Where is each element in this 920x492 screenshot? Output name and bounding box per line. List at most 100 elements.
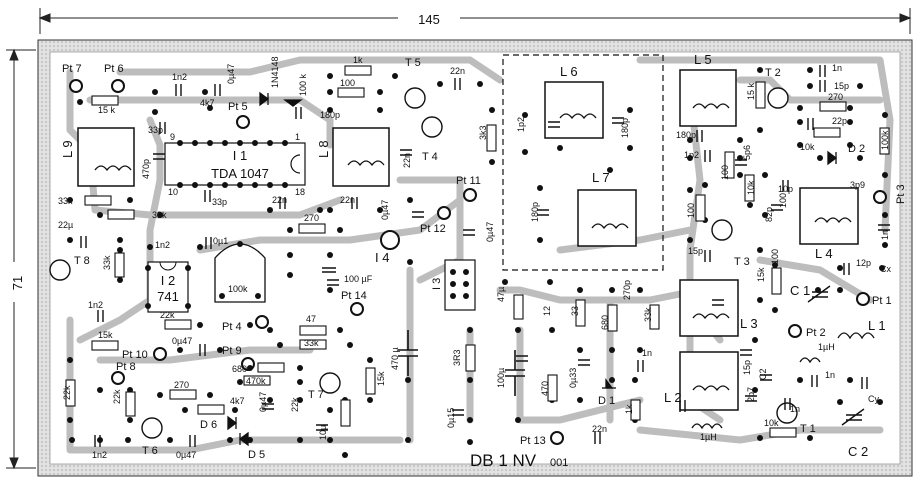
val-ul-5: 33k (58, 196, 73, 206)
t8-label: T 8 (74, 255, 90, 267)
l7-label: L 7 (592, 170, 610, 185)
val-ll-18: 0µ47 (176, 450, 196, 460)
val-ul-6: 33k (152, 210, 167, 220)
ic1-ref: I 1 (233, 148, 247, 163)
tp-14: Pt 14 (341, 290, 367, 302)
val-r-17: 15p (688, 246, 703, 256)
tp-8: Pt 8 (116, 361, 136, 373)
val-ll-17: 1n2 (92, 450, 107, 460)
val-r-27: 1µH (700, 432, 717, 442)
val-ul-7: 22µ (58, 220, 73, 230)
width-label: 145 (418, 12, 440, 27)
dimension-width (38, 8, 912, 34)
ic1-pin-18: 18 (295, 187, 305, 197)
val-r-8: 5p6 (742, 145, 752, 160)
trimmer-symbols (807, 285, 865, 426)
ic2-ref: I 2 (161, 273, 175, 288)
val-r-10: 1p2 (684, 150, 699, 160)
val-ll-7: 33k (304, 338, 319, 348)
ic4-ref: I 4 (375, 250, 389, 265)
val-ul-16: 1N4148 (270, 56, 280, 88)
val-c-7: 33k (643, 307, 653, 322)
val-r-6: 3p9 (850, 180, 865, 190)
l2-label: L 2 (664, 390, 682, 405)
shield-area (502, 54, 664, 271)
val-ul-9: 33k (102, 255, 112, 270)
val-ll-20: 470 µ (390, 347, 400, 370)
val-ul-22: 3k3 (478, 125, 488, 140)
val-ul-19: 1k (353, 55, 363, 65)
val-r-21: 12p (856, 258, 871, 268)
ic1-part: TDA 1047 (211, 166, 269, 181)
val-c-1: 180p (620, 118, 630, 138)
board-number: 001 (550, 457, 568, 469)
val-ul-3: 33p (148, 125, 163, 135)
val-ll-5: 0µ47 (172, 336, 192, 346)
ic3-ref: I 3 (431, 278, 443, 290)
val-r-11: 100 (720, 165, 730, 180)
d6-label: D 6 (200, 419, 217, 431)
tp-3: Pt 3 (895, 184, 907, 204)
val-r-20: 1n (880, 230, 890, 240)
l1-label: L 1 (868, 318, 886, 333)
val-r-14: 82p (764, 207, 774, 222)
val-r-26: 2p7 (746, 387, 756, 402)
val-ll-9: 470k (246, 376, 266, 386)
val-r-29: 10k (764, 418, 779, 428)
val-ll-11: 4k7 (230, 396, 245, 406)
val-ul-4: 470p (141, 159, 151, 179)
val-r-4: 10k (800, 142, 815, 152)
val-c-6: 680 (600, 315, 610, 330)
d2-label: D 2 (848, 143, 865, 155)
tp-5: Pt 5 (228, 101, 248, 113)
ic4-mount (380, 230, 400, 250)
val-ul-15: 0µ47 (380, 200, 390, 220)
val-ll-14: 22k (290, 397, 300, 412)
ic1-tda1047 (164, 140, 306, 188)
val-r-9: 180p (676, 130, 696, 140)
val-r-12: 10k (746, 180, 756, 195)
val-r-0: 1n (832, 63, 842, 73)
val-r-28: 1n (790, 404, 800, 414)
val-ll-3: 1n2 (88, 300, 103, 310)
val-ul-8: 1n2 (155, 240, 170, 250)
val-c-0: 1p2 (516, 117, 526, 132)
trim-potentiometer (214, 241, 266, 303)
tp-12: Pt 12 (420, 223, 446, 235)
transistor-bodies (49, 87, 798, 439)
val-ul-23: 22n (450, 66, 465, 76)
val-ul-18: 0µ47 (226, 64, 236, 84)
resistor-bodies (65, 65, 890, 438)
val-ul-20: 100 (340, 78, 355, 88)
val-r-23: 1n (825, 370, 835, 380)
t3-label: T 3 (734, 256, 750, 268)
val-c-12: 0µ33 (568, 368, 578, 388)
tp-2: Pt 2 (806, 327, 826, 339)
val-c-2: 180p (530, 202, 540, 222)
inductor-cans (77, 69, 859, 411)
solder-pads (67, 67, 888, 458)
val-r-18: 15k (756, 267, 766, 282)
val-ll-15: 22k (62, 385, 72, 400)
val-ll-4: 15k (98, 330, 113, 340)
val-r-1: 15p (834, 81, 849, 91)
val-ll-2: 22k (160, 310, 175, 320)
ic1-pin-1: 1 (295, 132, 300, 142)
ic2-part: 741 (157, 289, 179, 304)
val-ul-12: 22n (272, 195, 287, 205)
val-c-9: 3R3 (452, 349, 462, 366)
cx-label: Cx (880, 264, 891, 274)
val-c-10: 100µ (496, 368, 506, 388)
d5-label: D 5 (248, 449, 265, 461)
ic2-741 (145, 261, 191, 313)
val-ll-6: 47 (306, 314, 316, 324)
val-c-11: 470 (540, 381, 550, 396)
height-label: 71 (10, 276, 25, 290)
val-ul-1: 15 k (98, 105, 116, 115)
val-r-25: C2 (758, 368, 768, 380)
l5-label: L 5 (694, 52, 712, 67)
electrolytic-capacitors (322, 267, 525, 396)
val-ul-21: 180p (320, 110, 340, 120)
l9-label: L 9 (60, 140, 75, 158)
val-r-16: 100 (686, 203, 696, 218)
